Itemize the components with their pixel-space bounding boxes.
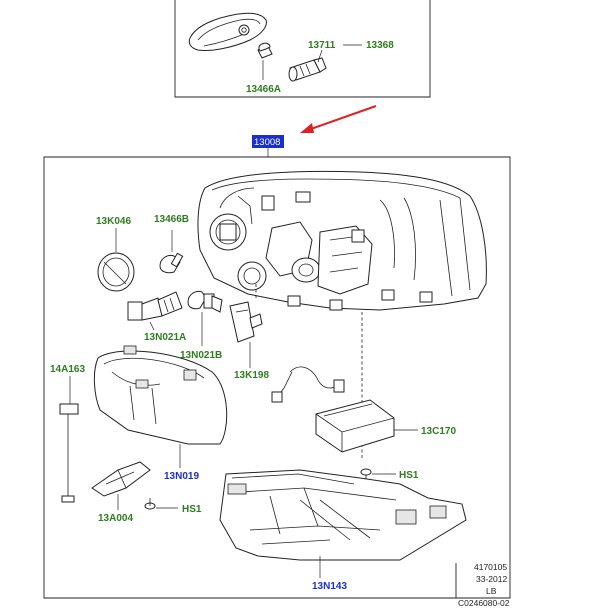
marker-bulb-holder[interactable] [288, 57, 327, 82]
callout-13a004[interactable]: 13A004 [98, 513, 133, 524]
side-marker-lamp[interactable] [188, 12, 267, 51]
side-marker-inset: 13711 13368 13466A [174, 0, 431, 98]
footer-line-2: 33-2012 [476, 574, 507, 584]
callout-13k198[interactable]: 13K198 [234, 370, 269, 381]
callout-hs1-left[interactable]: HS1 [182, 504, 202, 515]
headlamp-bulb-b2[interactable] [187, 291, 223, 313]
footer-line-3: LB [486, 586, 497, 596]
callout-13n021b[interactable]: 13N021B [180, 350, 222, 361]
callout-14a163[interactable]: 14A163 [50, 364, 85, 375]
screw-hs1-left[interactable] [144, 498, 156, 510]
main-frame [43, 156, 511, 599]
ballast-bracket[interactable] [229, 301, 263, 343]
rear-cover[interactable] [93, 345, 228, 445]
callout-13k046[interactable]: 13K046 [96, 216, 131, 227]
callout-13466a[interactable]: 13466A [246, 84, 281, 95]
headlamp-control-module[interactable] [315, 399, 395, 453]
marker-bulb[interactable] [257, 42, 273, 59]
callout-13008[interactable]: 13008 [254, 137, 280, 148]
callout-hs1-right[interactable]: HS1 [399, 470, 419, 481]
callout-13n021a[interactable]: 13N021A [144, 332, 186, 343]
callout-13368[interactable]: 13368 [366, 40, 394, 51]
footer-line-4: C0246080-02 [458, 598, 510, 608]
red-pointer-arrow [300, 105, 377, 133]
mounting-bracket[interactable] [91, 461, 151, 497]
headlamp-undertray[interactable] [219, 469, 467, 561]
headlamp-assembly[interactable] [197, 170, 487, 311]
callout-13466b[interactable]: 13466B [154, 214, 189, 225]
leader-13711 [317, 49, 323, 63]
callout-13711[interactable]: 13711 [308, 40, 336, 51]
headlamp-bulb-a[interactable] [127, 291, 183, 321]
bulb-cover-cap[interactable] [97, 252, 135, 292]
retaining-strap[interactable] [59, 403, 79, 503]
reference-footer: 4170105 33-2012 LB C0246080-02 [458, 562, 510, 608]
callout-13008-highlight [252, 135, 284, 148]
callout-13n143[interactable]: 13N143 [312, 581, 347, 592]
headlamp-bulb-b[interactable] [159, 252, 184, 274]
footer-line-1: 4170105 [474, 562, 507, 572]
callout-13c170[interactable]: 13C170 [421, 426, 456, 437]
leader-13n021a [149, 321, 155, 331]
wiring-harness[interactable] [271, 366, 345, 403]
callout-13n019[interactable]: 13N019 [164, 471, 199, 482]
